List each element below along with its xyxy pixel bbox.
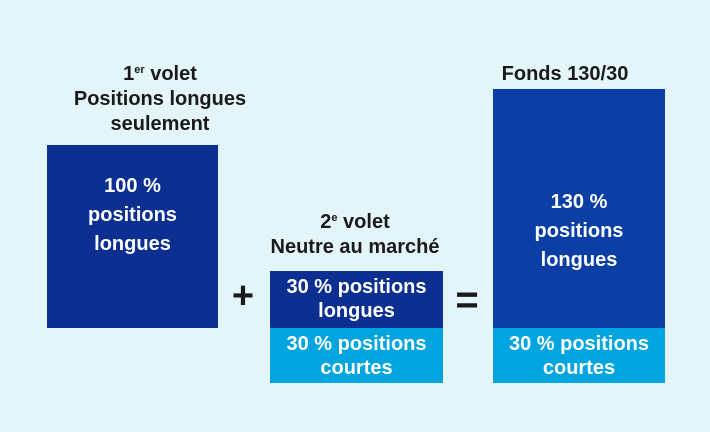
fonds-long-text-2: positions — [534, 220, 624, 242]
volet2-short-box: 30 % positions courtes — [270, 328, 443, 383]
volet2-long-box: 30 % positions longues — [270, 271, 443, 328]
volet2-subtitle: Neutre au marché — [270, 236, 440, 258]
volet1-heading: 1er volet Positions longues seulement — [10, 62, 310, 137]
volet1-subtitle: Positions longues — [73, 88, 247, 110]
volet1-long-box: 100 % positions longues — [47, 145, 218, 328]
volet2-short-text-1: 30 % positions — [286, 333, 427, 355]
fonds-short-text-2: courtes — [542, 357, 616, 379]
volet2-short-text-2: courtes — [320, 357, 393, 379]
fonds-short-box: 30 % positions courtes — [493, 328, 665, 383]
fonds-heading: Fonds 130/30 — [501, 63, 629, 85]
volet1-long-text-1: 100 % — [104, 175, 161, 197]
fonds-short-text-1: 30 % positions — [508, 333, 650, 355]
volet1-subtitle-2: seulement — [110, 113, 210, 135]
volet1-long-text-2: positions — [88, 204, 177, 226]
fonds-long-text-1: 130 % — [550, 191, 608, 213]
volet1-title: 1er volet — [123, 63, 197, 85]
volet2-long-text-2: longues — [318, 300, 395, 322]
volet1-long-text-3: longues — [94, 233, 171, 255]
volet2-title: 2e volet — [320, 211, 390, 233]
plus-operator: + — [231, 275, 255, 317]
equals-operator: = — [455, 278, 479, 322]
volet2-long-text-1: 30 % positions — [286, 276, 427, 298]
fonds-long-box: 130 % positions longues — [493, 89, 665, 328]
fonds-long-text-3: longues — [540, 249, 618, 271]
volet2-heading: 2e volet Neutre au marché — [220, 210, 490, 260]
